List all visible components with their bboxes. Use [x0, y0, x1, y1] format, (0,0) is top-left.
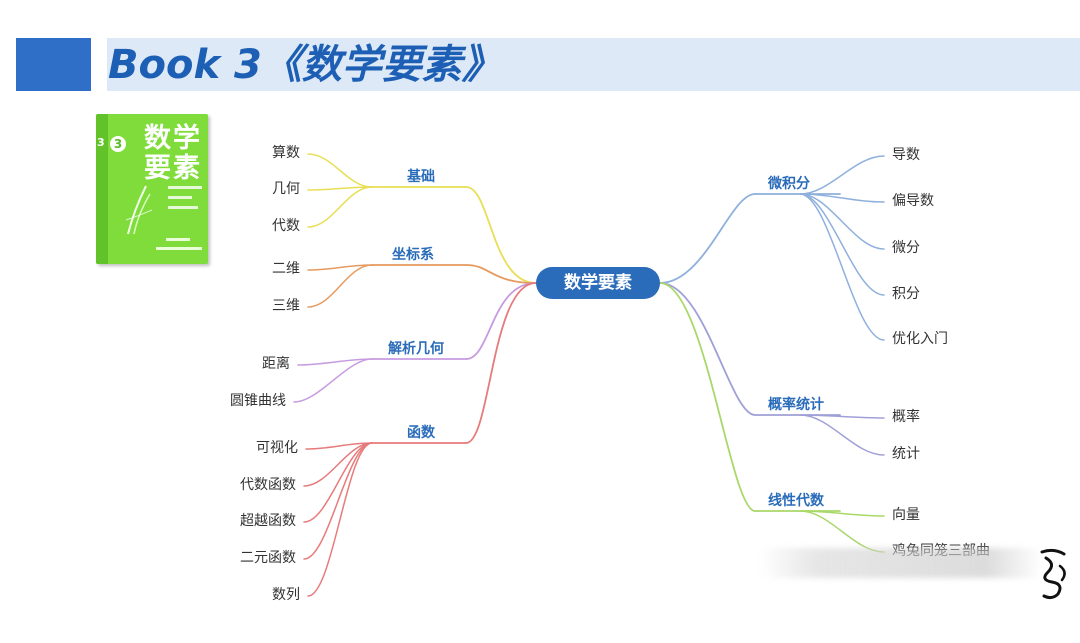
leaf-connector — [799, 193, 885, 250]
page-title: Book 3《数学要素》 — [108, 42, 502, 88]
leaf-node: 偏导数 — [892, 193, 934, 209]
book-cover-figure-icon — [125, 185, 153, 235]
leaf-node: 圆锥曲线 — [230, 393, 286, 409]
title-banner: Book 3《数学要素》 — [16, 38, 1080, 91]
leaf-node: 几何 — [272, 181, 300, 197]
leaf-node: 向量 — [892, 507, 920, 523]
leaf-node: 导数 — [892, 147, 920, 163]
category-node: 函数 — [407, 425, 435, 441]
leaf-connector — [799, 193, 885, 341]
leaf-node: 二元函数 — [240, 550, 296, 566]
branch-connector — [465, 264, 537, 284]
leaf-connector — [799, 510, 885, 553]
category-node: 基础 — [407, 169, 435, 185]
book-title-line2: 要素 — [144, 153, 202, 184]
branch-connector — [659, 282, 756, 416]
leaf-connector — [799, 414, 885, 419]
category-node: 坐标系 — [392, 247, 434, 263]
leaf-node: 超越函数 — [240, 513, 296, 529]
leaf-connector — [799, 510, 885, 517]
leaf-node: 微分 — [892, 240, 920, 256]
leaf-node: 统计 — [892, 446, 920, 462]
leaf-connector — [297, 358, 373, 366]
book-author-line — [166, 238, 190, 241]
leaf-connector — [303, 442, 373, 523]
book-publisher-line — [156, 247, 202, 250]
branch-connector — [465, 282, 537, 360]
leaf-node: 可视化 — [256, 440, 298, 456]
branch-connector — [465, 186, 537, 284]
leaf-connector — [307, 153, 373, 188]
leaf-node: 代数 — [272, 218, 300, 234]
leaf-connector — [293, 358, 373, 403]
leaf-connector — [799, 155, 885, 195]
book-subtitle-line — [168, 196, 192, 199]
category-node: 解析几何 — [388, 341, 444, 357]
leaf-connector — [303, 442, 373, 487]
leaf-connector — [799, 193, 885, 203]
leaf-node: 概率 — [892, 409, 920, 425]
leaf-connector — [305, 442, 373, 450]
leaf-connector — [799, 414, 885, 456]
leaf-node: 三维 — [272, 298, 300, 314]
leaf-connector — [799, 193, 885, 296]
watermark-blur — [760, 548, 1042, 578]
branch-connector — [659, 193, 756, 284]
leaf-node: 优化入门 — [892, 331, 948, 347]
branch-connector — [659, 282, 756, 512]
leaf-node: 距离 — [262, 356, 290, 372]
banner-block — [16, 38, 91, 91]
book-number-badge: 3 — [110, 136, 126, 152]
banner-bar — [107, 38, 1080, 91]
leaf-connector — [303, 442, 373, 560]
book-spine-number: 3 — [97, 136, 105, 149]
watermark-logo-icon — [1040, 548, 1066, 600]
book-title: 数学 要素 — [144, 124, 206, 184]
leaf-node: 积分 — [892, 286, 920, 302]
leaf-node: 二维 — [272, 261, 300, 277]
leaf-connector — [307, 442, 373, 597]
category-node: 线性代数 — [768, 493, 824, 509]
book-cover-image: 3 3 数学 要素 — [96, 114, 208, 264]
leaf-node: 代数函数 — [240, 477, 296, 493]
book-spine — [96, 114, 108, 264]
category-node: 概率统计 — [768, 397, 824, 413]
leaf-node: 数列 — [272, 587, 300, 603]
leaf-node: 算数 — [272, 145, 300, 161]
book-subtitle-line — [168, 206, 198, 209]
leaf-connector — [307, 264, 373, 308]
leaf-connector — [307, 186, 373, 228]
leaf-connector — [307, 264, 373, 271]
leaf-connector — [307, 186, 373, 191]
mindmap-center-node: 数学要素 — [536, 267, 660, 299]
book-title-line1: 数学 — [144, 123, 202, 154]
book-subtitle-line — [168, 186, 202, 189]
category-node: 微积分 — [768, 176, 810, 192]
branch-connector — [465, 282, 537, 444]
